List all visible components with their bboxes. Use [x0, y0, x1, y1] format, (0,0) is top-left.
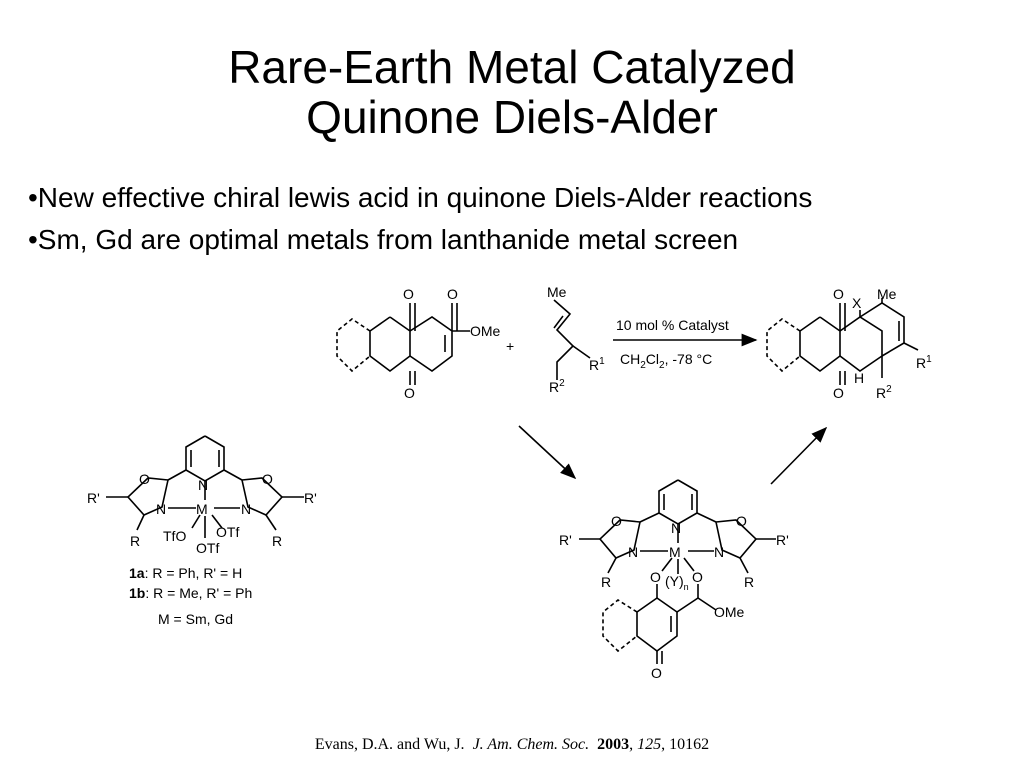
- catalyst-tfo: TfO: [163, 528, 186, 544]
- complex-ome: OMe: [714, 604, 745, 620]
- product-x: X: [852, 295, 862, 311]
- catalyst-structure: [106, 435, 304, 538]
- quinone-o-top: O: [403, 286, 414, 302]
- complex-ligand-yn: (Y)n: [665, 573, 689, 592]
- catalyst-otf-bottom: OTf: [196, 540, 219, 556]
- plus-sign: +: [506, 338, 514, 354]
- product-me: Me: [877, 286, 897, 302]
- diene-structure: [553, 299, 591, 380]
- catalyst-otf-right: OTf: [216, 524, 239, 540]
- product-r2: R2: [876, 384, 892, 401]
- slide-title-line2: Quinone Diels-Alder: [306, 91, 718, 143]
- complex-o-ester: O: [692, 569, 703, 585]
- catalyst-rp-left: R': [87, 490, 100, 506]
- complex-r-left: R: [601, 574, 611, 590]
- complex-n-left: N: [628, 544, 638, 560]
- arrow-to-complex: [518, 425, 577, 480]
- legend-1a: 1a: R = Ph, R' = H: [129, 565, 242, 581]
- catalyst-metal: M: [196, 501, 208, 517]
- reagent-label: 10 mol % Catalyst: [616, 317, 729, 333]
- legend-1b: 1b: R = Me, R' = Ph: [129, 585, 252, 601]
- complex-n-pyridine: N: [671, 520, 681, 536]
- complex-n-right: N: [714, 544, 724, 560]
- bullet-1: •New effective chiral lewis acid in quin…: [28, 182, 813, 213]
- product-o-top: O: [833, 286, 844, 302]
- quinone-o-bottom: O: [404, 385, 415, 401]
- legend-metals: M = Sm, Gd: [158, 611, 233, 627]
- diene-me: Me: [547, 284, 567, 300]
- complex-o-bottom: O: [651, 665, 662, 681]
- bullet-2: •Sm, Gd are optimal metals from lanthani…: [28, 224, 739, 255]
- catalyst-r-right: R: [272, 533, 282, 549]
- conditions-label: CH2Cl2, -78 °C: [620, 351, 712, 371]
- complex-r-right: R: [744, 574, 754, 590]
- catalyst-o-right: O: [262, 471, 273, 487]
- complex-rp-right: R': [776, 532, 789, 548]
- catalyst-r-left: R: [130, 533, 140, 549]
- diene-r1: R1: [589, 356, 605, 373]
- product-r1: R1: [916, 354, 932, 371]
- ester-o-top: O: [447, 286, 458, 302]
- catalyst-rp-right: R': [304, 490, 317, 506]
- ester-ome: OMe: [470, 323, 501, 339]
- product-h: H: [854, 370, 864, 386]
- catalyst-n-pyridine: N: [198, 477, 208, 493]
- complex-o-left-ring: O: [611, 513, 622, 529]
- catalyst-n-left: N: [156, 501, 166, 517]
- diene-r2: R2: [549, 378, 565, 395]
- complex-rp-left: R': [559, 532, 572, 548]
- arrow-to-product: [770, 426, 828, 485]
- complex-structure: [579, 479, 776, 664]
- complex-metal: M: [669, 544, 681, 560]
- complex-o-ketone: O: [650, 569, 661, 585]
- citation: Evans, D.A. and Wu, J. J. Am. Chem. Soc.…: [314, 736, 710, 753]
- catalyst-o-left: O: [139, 471, 150, 487]
- complex-o-right-ring: O: [736, 513, 747, 529]
- product-structure: [766, 298, 919, 385]
- catalyst-n-right: N: [241, 501, 251, 517]
- slide-title-line1: Rare-Earth Metal Catalyzed: [228, 41, 796, 93]
- product-o-bottom: O: [833, 385, 844, 401]
- quinone-structure: [336, 303, 470, 385]
